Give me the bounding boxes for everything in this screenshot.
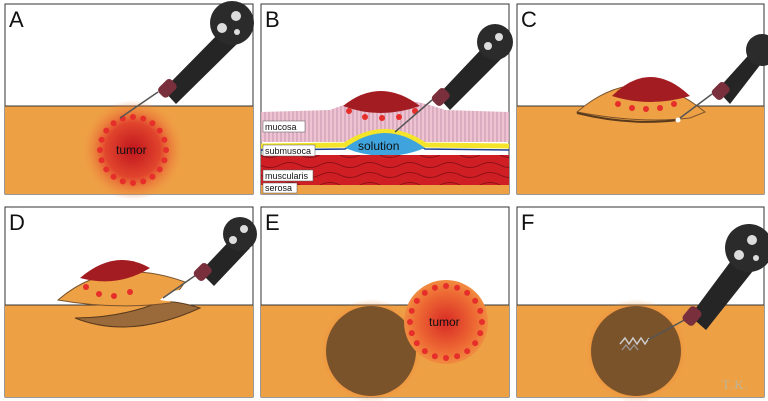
marking-dot xyxy=(130,114,136,120)
submucosa-label: submusoca xyxy=(265,146,311,156)
tumor-label: tumor xyxy=(429,315,460,329)
panel-a: tumor A xyxy=(4,1,254,200)
marking-dot xyxy=(156,166,163,173)
marking-dot xyxy=(454,284,461,291)
panel-d: D xyxy=(4,206,257,398)
resection-wound xyxy=(591,306,681,396)
marking-dot xyxy=(140,115,147,122)
solution-bubble xyxy=(345,133,425,156)
panel-e: tumor E xyxy=(260,206,510,401)
marking-dot xyxy=(98,157,105,164)
mucosa-label: mucosa xyxy=(265,122,297,132)
panel-f: F T.K. xyxy=(516,206,768,401)
tumor-label: tumor xyxy=(116,143,147,157)
marking-dot xyxy=(156,127,163,134)
marking-dot xyxy=(407,319,413,325)
marking-dot xyxy=(408,307,415,314)
resected-tumor xyxy=(404,280,488,364)
endoscope xyxy=(193,217,257,286)
marking-dot xyxy=(110,120,117,127)
endoscope xyxy=(158,1,254,104)
marking-dot xyxy=(431,353,438,360)
marking-dot xyxy=(421,348,428,355)
serosa-label: serosa xyxy=(265,183,292,193)
marking-dot xyxy=(464,289,471,296)
mucosa-layer xyxy=(261,99,509,142)
panel-label: C xyxy=(521,7,537,32)
tumor-lesion xyxy=(612,77,690,102)
marking-dot xyxy=(477,330,484,337)
marking-dot xyxy=(149,120,156,127)
author-signature: T.K. xyxy=(722,377,749,392)
tumor-lesion xyxy=(343,91,420,113)
marking-dot xyxy=(413,297,420,304)
tumor-lesion xyxy=(80,260,150,282)
marking-dot xyxy=(163,147,169,153)
serosa-layer xyxy=(261,185,509,194)
marking-dot xyxy=(472,297,479,304)
marking-dot xyxy=(161,157,168,164)
muscularis-label: muscularis xyxy=(265,171,309,181)
layer-labels: mucosa submusoca muscularis serosa xyxy=(262,120,316,194)
marking-dot xyxy=(103,166,110,173)
endoscope xyxy=(711,34,768,104)
marking-dot xyxy=(97,147,103,153)
marking-dot xyxy=(472,340,479,347)
marking-dot xyxy=(110,173,117,180)
marking-dot xyxy=(149,173,156,180)
tumor-lesion xyxy=(83,100,183,200)
panel-c: C xyxy=(516,3,768,195)
marking-dot xyxy=(103,127,110,134)
marking-dot xyxy=(479,319,485,325)
panel-label: E xyxy=(265,210,280,235)
endoscope xyxy=(431,24,513,110)
panel-b: mucosa submusoca muscularis serosa solut… xyxy=(260,3,513,195)
panel-label: D xyxy=(9,210,25,235)
panel-label: A xyxy=(9,7,24,32)
marking-dot xyxy=(477,307,484,314)
resection-wound xyxy=(326,306,416,396)
solution-label: solution xyxy=(358,139,399,153)
marking-dot xyxy=(413,340,420,347)
marking-dot xyxy=(421,289,428,296)
marking-dot xyxy=(119,178,126,185)
marking-dot xyxy=(454,353,461,360)
marking-dot xyxy=(98,136,105,143)
panel-label: F xyxy=(521,210,534,235)
marking-dot xyxy=(431,284,438,291)
marking-dot xyxy=(130,180,136,186)
marking-dots xyxy=(407,283,485,361)
panel-label: B xyxy=(265,7,280,32)
marking-dot xyxy=(443,355,449,361)
marking-dots xyxy=(97,114,169,186)
marking-dot xyxy=(161,136,168,143)
endoscope xyxy=(682,224,768,330)
marking-dot xyxy=(408,330,415,337)
marking-dot xyxy=(464,348,471,355)
marking-dot xyxy=(443,283,449,289)
clip-icon xyxy=(619,336,650,346)
marking-dot xyxy=(140,178,147,185)
